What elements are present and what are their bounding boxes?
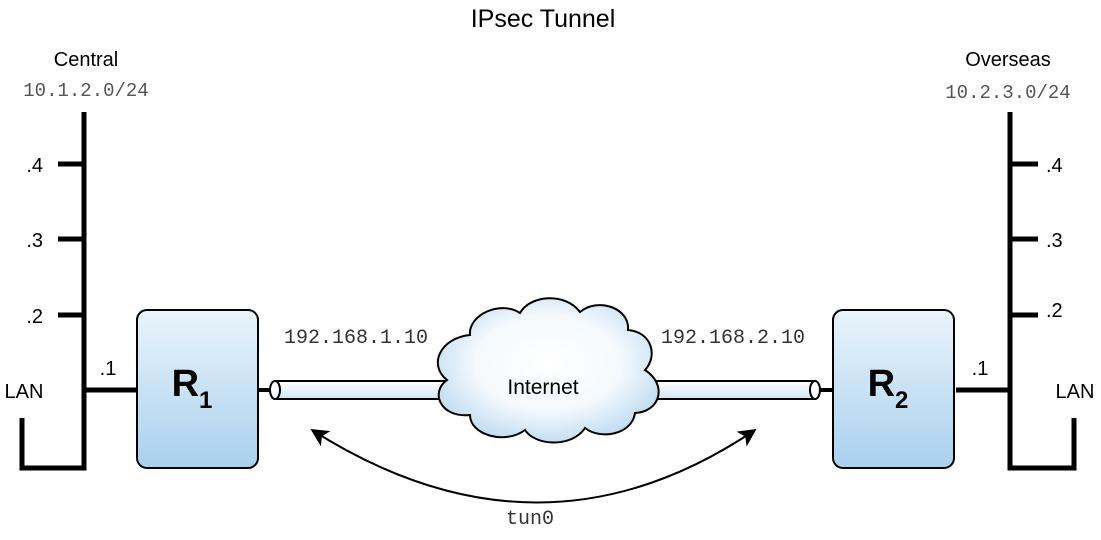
overseas-site: Overseas 10.2.3.0/24 .4 .3 .2 .1 LAN R2 … <box>661 49 1095 471</box>
router-r1-label: R1 <box>172 363 213 414</box>
overseas-public-ip: 192.168.2.10 <box>661 327 805 350</box>
overseas-lan-label: LAN <box>1056 381 1095 403</box>
overseas-host-label: .4 <box>1046 155 1063 177</box>
overseas-site-name: Overseas <box>965 49 1051 71</box>
central-subnet: 10.1.2.0/24 <box>23 80 148 102</box>
central-host-label: .2 <box>26 306 43 328</box>
central-host-label: .3 <box>26 230 43 252</box>
internet-cloud: Internet <box>436 297 660 444</box>
central-site: Central 10.1.2.0/24 .4 .3 .2 .1 LAN R1 1… <box>5 49 428 471</box>
diagram-title: IPsec Tunnel <box>471 5 616 33</box>
router-r2 <box>832 309 955 469</box>
central-router-if-label: .1 <box>100 358 117 380</box>
central-host-label: .4 <box>26 155 43 177</box>
central-lan-bus <box>19 112 87 471</box>
left-pipe <box>258 380 446 400</box>
right-pipe <box>649 380 832 400</box>
central-lan-label: LAN <box>5 381 44 403</box>
router-r2-label: R2 <box>868 363 909 414</box>
router-r2-subscript: 2 <box>895 387 908 414</box>
overseas-host-label: .2 <box>1046 300 1063 322</box>
tunnel-label: tun0 <box>506 508 554 531</box>
overseas-host-label: .3 <box>1046 230 1063 252</box>
router-r1-subscript: 1 <box>199 387 212 414</box>
central-site-name: Central <box>54 49 118 71</box>
internet-label: Internet <box>507 376 578 399</box>
central-public-ip: 192.168.1.10 <box>284 327 428 350</box>
overseas-router-if-label: .1 <box>972 358 989 380</box>
overseas-subnet: 10.2.3.0/24 <box>945 82 1070 104</box>
tunnel-arrow <box>310 428 757 504</box>
overseas-lan-bus <box>1007 112 1077 471</box>
